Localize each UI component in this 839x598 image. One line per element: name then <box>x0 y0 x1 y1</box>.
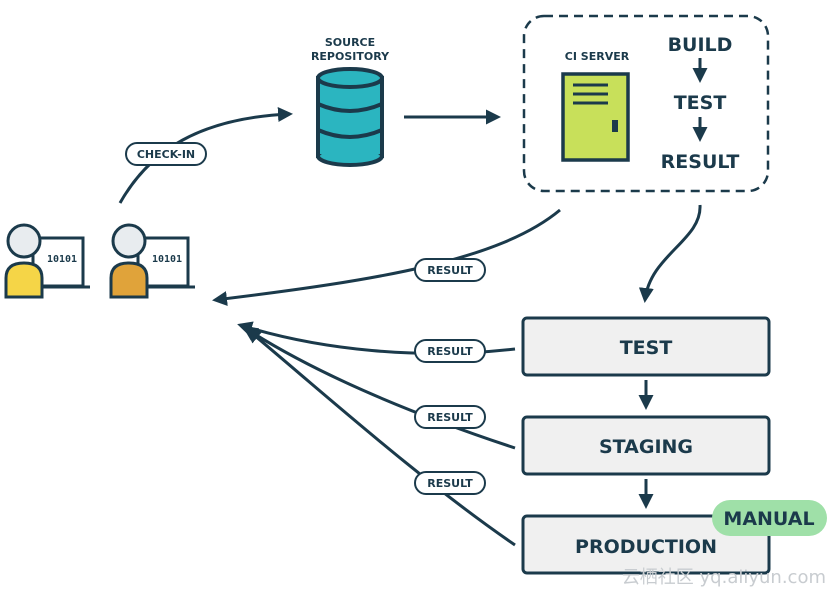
stage-test-label: TEST <box>620 337 673 359</box>
ci-to-pipeline-arrow <box>638 204 702 303</box>
developer-2-screen-text: 10101 <box>152 254 182 265</box>
server-icon <box>561 72 630 162</box>
manual-badge <box>712 500 827 536</box>
production-result-label: RESULT <box>427 477 473 490</box>
ci-server-box <box>522 14 770 193</box>
developer-2 <box>109 223 195 299</box>
staging-result-arrow <box>242 326 516 450</box>
ci-result-label: RESULT <box>427 264 473 277</box>
check-in-arrow <box>118 107 293 204</box>
test-result-label: RESULT <box>427 345 473 358</box>
ci-result-arrow <box>212 208 561 307</box>
developer-1 <box>4 223 90 299</box>
ci-flow-result: RESULT <box>661 151 740 173</box>
source-repo-label-line2: REPOSITORY <box>311 50 390 63</box>
stage-test-box <box>521 316 771 377</box>
watermark: 云栖社区 yq.aliyun.com <box>622 567 826 588</box>
developer-1-screen-text: 10101 <box>47 254 77 265</box>
manual-badge-label: MANUAL <box>723 508 814 530</box>
ci-flow-test: TEST <box>674 92 727 114</box>
ci-server-label: CI SERVER <box>565 50 630 63</box>
stage-staging-label: STAGING <box>599 436 693 458</box>
production-result-arrow <box>245 328 516 547</box>
ci-flow-build: BUILD <box>668 34 733 56</box>
database-icon <box>316 67 384 167</box>
source-repo-label-line1: SOURCE <box>325 36 375 49</box>
stage-staging-box <box>521 415 771 476</box>
stage-production-box <box>521 514 771 575</box>
check-in-label: CHECK-IN <box>137 148 195 161</box>
staging-result-label: RESULT <box>427 411 473 424</box>
stage-production-label: PRODUCTION <box>575 536 717 558</box>
